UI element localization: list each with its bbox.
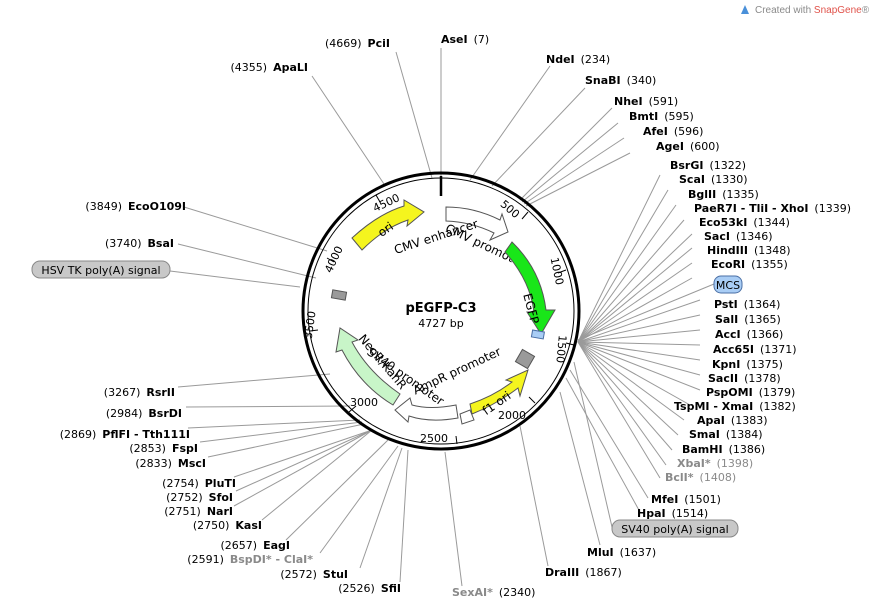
site-sacI: SacI(1346) xyxy=(704,230,773,243)
site-afeI: AfeI(596) xyxy=(643,125,703,138)
svg-text:MCS: MCS xyxy=(716,279,740,292)
tick-label-3000: 3000 xyxy=(350,396,378,409)
tick-label-1000: 1000 xyxy=(548,256,567,286)
site-bamHI: BamHI(1386) xyxy=(682,443,765,456)
site-pspOMI: PspOMI(1379) xyxy=(706,386,795,399)
site-sfoI: (2752)SfoI xyxy=(166,491,233,504)
f1-ori-arrow xyxy=(469,369,529,415)
snapgene-logo-icon xyxy=(741,5,749,14)
site-bmtI: BmtI(595) xyxy=(629,110,694,123)
site-sacII: SacII(1378) xyxy=(708,372,781,385)
tick-label-3500: 3500 xyxy=(302,310,319,340)
scale-ticks xyxy=(309,194,575,445)
credit-prefix: Created with xyxy=(755,5,814,16)
site-bsaI: (3740)BsaI xyxy=(105,237,174,250)
site-bclI: BclI*(1408) xyxy=(665,471,736,484)
site-tspMI-xmaI: TspMI - XmaI(1382) xyxy=(674,400,796,413)
snapgene-credit: Created with SnapGene® xyxy=(741,5,870,16)
site-bspDI-claI: (2591)BspDI* - ClaI* xyxy=(187,553,313,566)
neor-arrow xyxy=(335,327,401,406)
credit-mark: ® xyxy=(862,5,870,16)
site-stuI: (2572)StuI xyxy=(280,568,348,581)
site-acc65I: Acc65I(1371) xyxy=(713,343,797,356)
site-sfiI: (2526)SfiI xyxy=(338,582,401,595)
site-pflFI-tth111I: (2869)PflFI - Tth111I xyxy=(60,428,190,441)
site-aseI: AseI(7) xyxy=(441,33,489,46)
egfp-arrow xyxy=(504,241,556,335)
tick-label-1500: 1500 xyxy=(553,335,568,364)
site-xbaI: XbaI*(1398) xyxy=(677,457,753,470)
site-pciI: (4669)PciI xyxy=(325,37,390,50)
site-draIII: DraIII(1867) xyxy=(545,566,622,579)
site-hpaI: HpaI(1514) xyxy=(637,507,708,520)
site-mluI: MluI(1637) xyxy=(587,546,656,559)
site-pstI: PstI(1364) xyxy=(714,298,780,311)
site-nheI: NheI(591) xyxy=(614,95,678,108)
site-mscI: (2833)MscI xyxy=(135,457,206,470)
site-narI: (2751)NarI xyxy=(164,505,233,518)
site-apaI: ApaI(1383) xyxy=(697,414,767,427)
plasmid-size: 4727 bp xyxy=(418,317,463,330)
tick-label-2000: 2000 xyxy=(498,409,526,422)
leader-lines xyxy=(169,48,715,587)
site-snaBI: SnaBI(340) xyxy=(585,74,656,87)
svg-text:HSV TK poly(A) signal: HSV TK poly(A) signal xyxy=(41,264,160,277)
mcs-box xyxy=(530,329,546,340)
site-apaLI: (4355)ApaLI xyxy=(231,61,309,74)
site-hindIII: HindIII(1348) xyxy=(707,244,791,257)
credit-brand: SnapGene xyxy=(814,5,862,16)
ori-arrow xyxy=(351,199,425,251)
site-smaI: SmaI(1384) xyxy=(689,428,762,441)
site-mfeI: MfeI(1501) xyxy=(651,493,721,506)
site-bsrDI: (2984)BsrDI xyxy=(106,407,182,420)
site-ageI: AgeI(600) xyxy=(656,140,720,153)
site-eco53kI: Eco53kI(1344) xyxy=(699,216,790,229)
ampr-promoter-arrow xyxy=(459,409,475,425)
site-kasI: (2750)KasI xyxy=(193,519,262,532)
site-sexAI: SexAI*(2340) xyxy=(452,586,535,599)
site-bglII: BglII(1335) xyxy=(688,188,759,201)
site-accI: AccI(1366) xyxy=(715,328,783,341)
site-bsrGI: BsrGI(1322) xyxy=(670,159,746,172)
site-kpnI: KpnI(1375) xyxy=(712,358,783,371)
site-fspI: (2853)FspI xyxy=(129,442,198,455)
site-ecoRI: EcoRI(1355) xyxy=(711,258,788,271)
site-paer7I-tliI-xhoI: PaeR7I - TliI - XhoI(1339) xyxy=(694,202,851,215)
restriction-sites: AseI(7) (4669)PciI (4355)ApaLI NdeI(234)… xyxy=(60,33,851,599)
tag-hsv-tk-polya: HSV TK poly(A) signal xyxy=(31,260,171,279)
plasmid-name: pEGFP-C3 xyxy=(405,301,476,316)
sv40-promoter-arrow xyxy=(394,397,459,423)
site-ecoO109I: (3849)EcoO109I xyxy=(85,200,186,213)
hsv-tk-polya-box xyxy=(330,289,348,301)
site-eagI: (2657)EagI xyxy=(221,539,290,552)
svg-text:Created with SnapGene®: Created with SnapGene® xyxy=(755,5,870,16)
site-ndeI: NdeI(234) xyxy=(546,53,610,66)
tick-label-2500: 2500 xyxy=(420,432,448,445)
site-scaI: ScaI(1330) xyxy=(679,173,748,186)
site-pluTI: (2754)PluTI xyxy=(162,477,236,490)
tick-label-4000: 4000 xyxy=(322,244,346,275)
site-salI: SalI(1365) xyxy=(715,313,781,326)
svg-text:SV40 poly(A) signal: SV40 poly(A) signal xyxy=(621,523,728,536)
tag-mcs: MCS xyxy=(713,275,743,294)
sv40-polya-box xyxy=(514,348,536,370)
site-rsrII: (3267)RsrII xyxy=(104,386,175,399)
tag-sv40-polya: SV40 poly(A) signal xyxy=(611,519,739,538)
cmv-enhancer-arrow xyxy=(445,206,509,242)
